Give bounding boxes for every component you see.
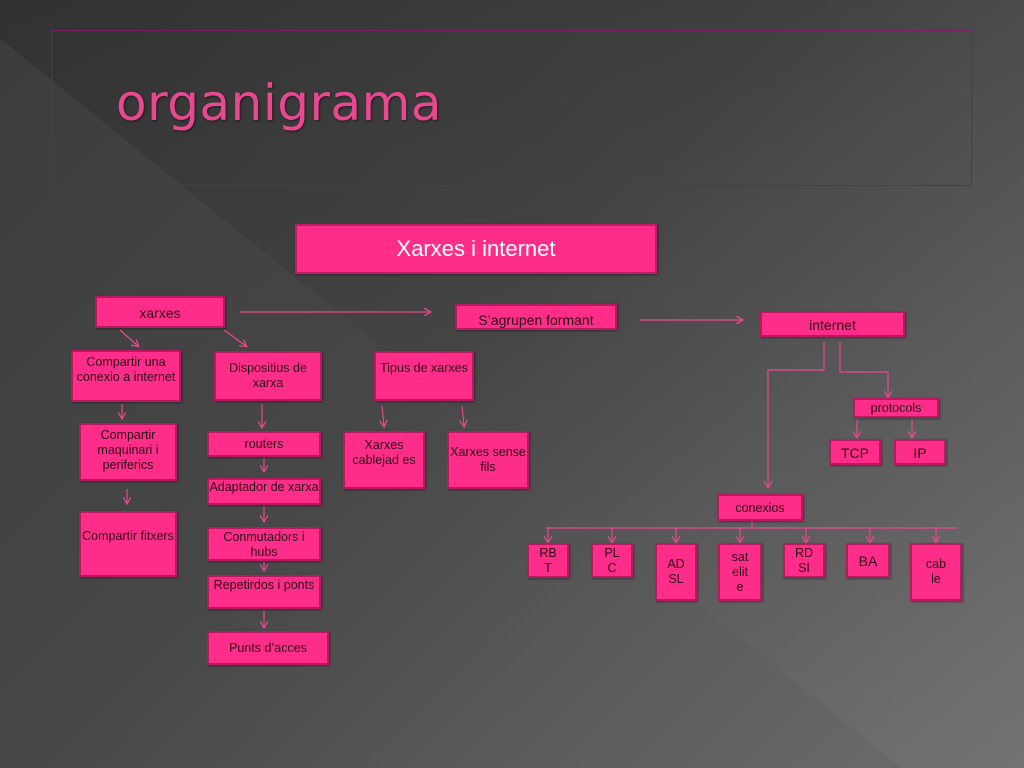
- node-adaptador: Adaptador de xarxa: [207, 478, 321, 505]
- node-compartir-maquinari: Compartir maquinari i periferics: [79, 423, 177, 481]
- node-ip: IP: [894, 439, 946, 465]
- title-frame: [51, 30, 972, 186]
- node-sagrupen: S’agrupen formant: [455, 304, 617, 330]
- node-satelite: sat elit e: [718, 543, 762, 601]
- node-xarxes: xarxes: [95, 296, 225, 328]
- node-rdsi: RD SI: [783, 543, 825, 578]
- node-internet: internet: [760, 311, 905, 337]
- node-dispositius: Dispositius de xarxa: [214, 351, 322, 401]
- node-conmutadors: Conmutadors i hubs: [207, 527, 321, 561]
- node-adsl: AD SL: [655, 543, 697, 601]
- node-cablejades: Xarxes cablejad es: [343, 431, 425, 489]
- node-compartir-conexio: Compartir una conexio a internet: [71, 350, 181, 402]
- node-repetidors: Repetirdos i ponts: [207, 575, 321, 609]
- node-tcp: TCP: [829, 439, 881, 465]
- node-compartir-fitxers: Compartir fitxers: [79, 511, 177, 577]
- node-sense-fils: Xarxes sense fils: [447, 431, 529, 489]
- node-cable: cab le: [910, 543, 962, 601]
- node-plc: PL C: [591, 543, 633, 578]
- node-tipus: Tipus de xarxes: [374, 351, 474, 401]
- node-conexios: conexios: [717, 494, 803, 521]
- node-protocols: protocols: [853, 398, 939, 418]
- node-rbt: RB T: [527, 543, 569, 578]
- node-root: Xarxes i internet: [295, 224, 657, 274]
- node-routers: routers: [207, 431, 321, 457]
- slide-title: organigrama: [116, 74, 443, 132]
- node-ba: BA: [846, 543, 890, 578]
- node-punts: Punts d’acces: [207, 631, 329, 665]
